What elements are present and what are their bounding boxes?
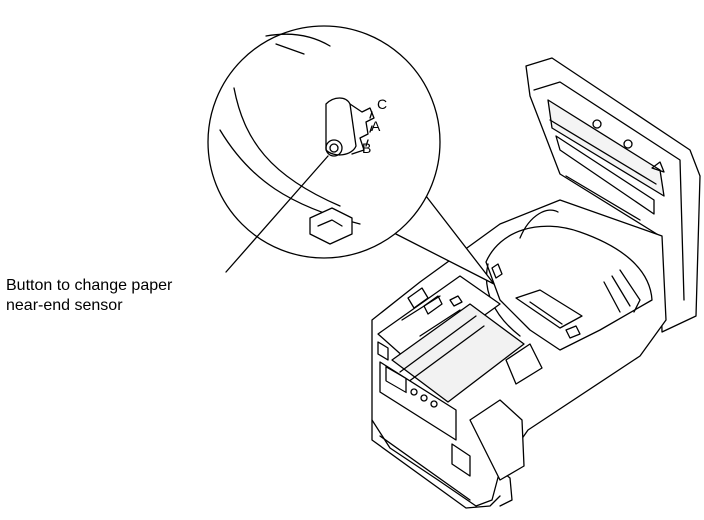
callout-label: Button to change paper near-end sensor (6, 276, 246, 316)
callout-line-2: near-end sensor (6, 297, 123, 314)
position-label-c: C (377, 96, 387, 112)
detail-callout (207, 25, 495, 285)
sensor-adjust-button (325, 139, 343, 157)
leader-line (225, 155, 329, 273)
position-label-b: B (362, 140, 371, 156)
operation-panel (379, 361, 457, 441)
paper-roll-bucket (485, 225, 653, 351)
callout-line-1: Button to change paper (6, 277, 173, 294)
detail-pointer (391, 195, 495, 285)
printer-body (371, 57, 701, 509)
position-label-a: A (371, 118, 381, 134)
detail-circle (207, 25, 441, 259)
sensor-lever (325, 97, 357, 156)
